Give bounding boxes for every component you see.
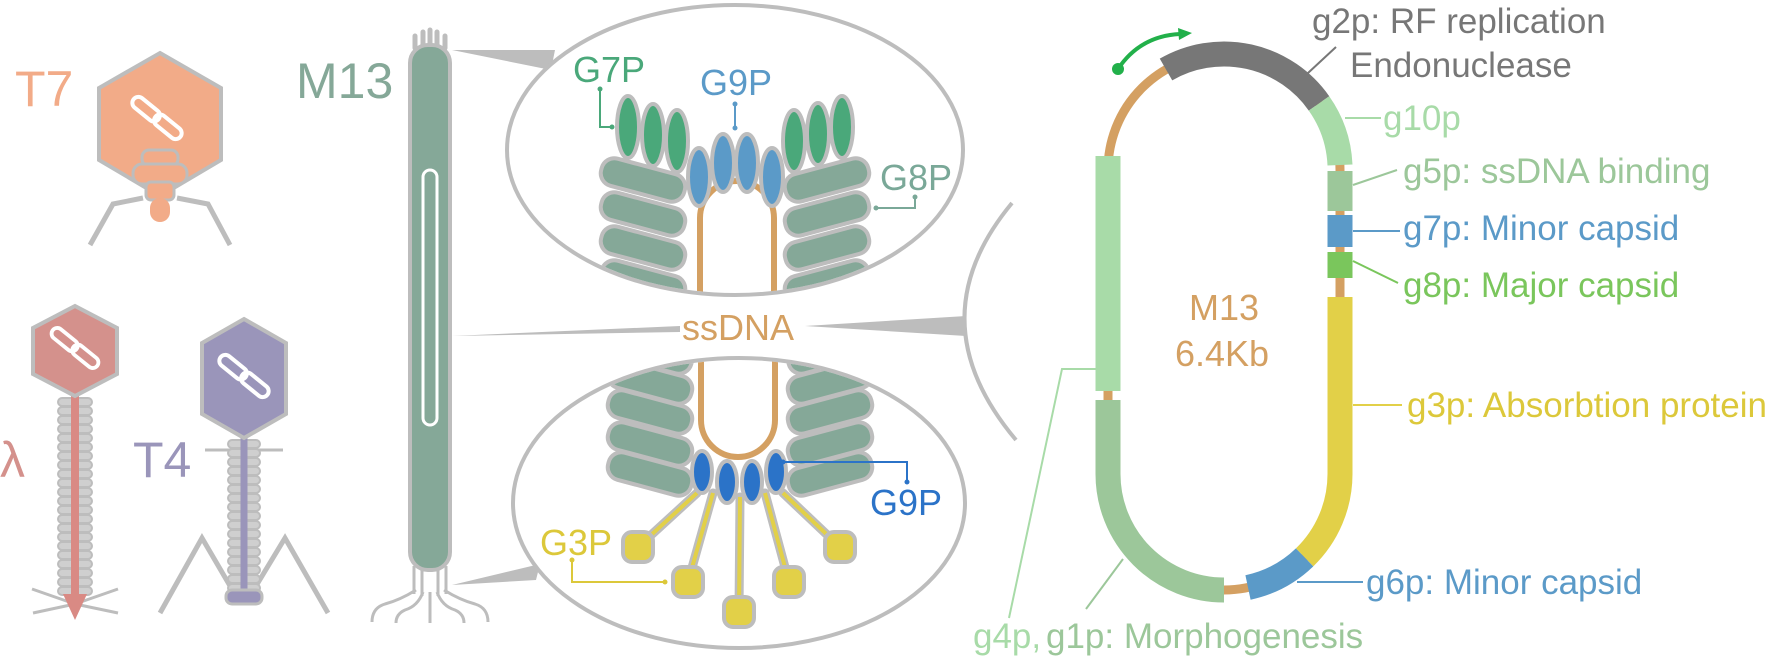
t7-label: T7 <box>15 61 73 117</box>
virion-tip-detail-top: G7P G9P G8P <box>505 3 965 297</box>
ssdna-loop <box>698 360 778 460</box>
lambda-tail-tip <box>63 594 87 620</box>
g9p-proteins-bottom <box>690 449 788 505</box>
g3p-leader <box>571 560 665 583</box>
g3p-gene-label: g3p: Absorbtion protein <box>1407 386 1767 425</box>
gene-g10p <box>1308 96 1353 166</box>
zoom-wedge-top <box>452 50 555 70</box>
g8p-gene-label: g8p: Major capsid <box>1403 266 1679 305</box>
g1p-label: g1p: Morphogenesis <box>1046 617 1363 656</box>
gene-g6p <box>1245 548 1314 600</box>
t4-left-leg <box>157 532 236 615</box>
g8p-rod <box>782 156 872 204</box>
t4-phage: T4 <box>133 316 331 615</box>
zoom-wedge-bottom <box>452 564 540 585</box>
g3p-head <box>621 530 655 564</box>
t7-tail <box>144 180 176 202</box>
g8p-rod <box>785 388 875 436</box>
g8p-label: G8P <box>880 157 952 198</box>
g3p-label: G3P <box>540 522 612 563</box>
genome-zoom-bracket <box>962 201 1018 442</box>
gene-g3p <box>1295 297 1353 567</box>
g7p-leader <box>599 89 612 128</box>
g8p-rod <box>782 190 872 238</box>
g3p-head <box>722 595 756 629</box>
genome-size: 6.4Kb <box>1175 333 1269 374</box>
lambda-label: λ <box>0 432 25 488</box>
g3p-proteins <box>621 488 857 629</box>
t4-right-leg <box>250 533 331 615</box>
arrow-head-icon <box>1178 28 1192 40</box>
origin-dot <box>1112 63 1124 75</box>
g2p-label: g2p: RF replication <box>1312 2 1606 41</box>
m13-virion: M13 <box>296 27 490 624</box>
g3p-stalk <box>737 496 742 613</box>
g2p-label-line2: Endonuclease <box>1350 46 1572 85</box>
g8p-rod <box>782 224 872 272</box>
g8p-rod <box>598 156 688 204</box>
lambda-phage: λ <box>0 303 119 620</box>
g8p-rod <box>598 190 688 238</box>
g9p-bottom-label: G9P <box>870 482 942 523</box>
ssdna-leader-left <box>452 326 680 336</box>
m13-genome-loop <box>421 168 439 427</box>
m13-label: M13 <box>296 53 393 109</box>
g10p-label: g10p <box>1383 99 1461 138</box>
g5p-label: g5p: ssDNA binding <box>1403 152 1710 191</box>
g9p-top-label: G9P <box>700 62 772 103</box>
gene-g1p <box>1095 400 1225 603</box>
m13-bottom-tentacles <box>370 566 490 624</box>
m13-genome-map: M13 6.4Kb g2p: RF replication Endonuclea… <box>973 2 1767 656</box>
g7p-label: G7P <box>573 49 645 90</box>
t4-tail <box>224 438 264 606</box>
g6p-label: g6p: Minor capsid <box>1366 563 1642 602</box>
g7p-proteins <box>615 94 855 174</box>
base-plate <box>224 588 264 606</box>
ssdna-leader-right <box>805 316 966 336</box>
t7-right-leg <box>176 195 233 247</box>
t7-left-leg <box>87 195 144 247</box>
g8p-rod <box>598 224 688 272</box>
gene-g2p <box>1159 41 1330 111</box>
g8p-leader <box>876 197 916 209</box>
virion-tip-detail-bottom: G3P G9P <box>511 356 967 650</box>
g7p-gene-label: g7p: Minor capsid <box>1403 209 1679 248</box>
g3p-head <box>823 530 857 564</box>
t4-label: T4 <box>133 432 191 488</box>
lambda-tail <box>57 396 93 600</box>
g8p-rod <box>605 388 695 436</box>
ssdna-label: ssDNA <box>682 307 794 348</box>
t7-phage: T7 <box>15 50 233 247</box>
replication-origin-arrow <box>1116 32 1181 71</box>
genome-name: M13 <box>1189 287 1259 328</box>
g9p-bottom-leader <box>783 461 908 482</box>
g8p-rod <box>605 450 695 498</box>
g3p-head <box>772 565 806 599</box>
t7-tail-tip <box>150 198 170 222</box>
g9p-proteins-top <box>686 132 785 208</box>
g4p-label: g4p, <box>973 617 1041 656</box>
m13-filament <box>408 43 452 572</box>
g3p-head <box>671 565 705 599</box>
